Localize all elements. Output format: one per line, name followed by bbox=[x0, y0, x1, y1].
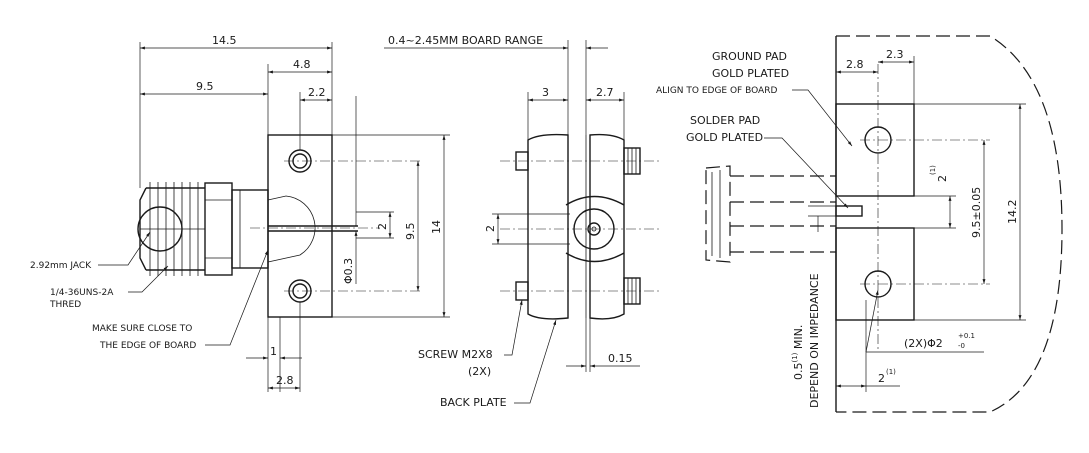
ground-pad-top bbox=[835, 103, 915, 197]
dim-9-5: 9.5 bbox=[196, 80, 214, 93]
label-solder-pad-gold: GOLD PLATED bbox=[686, 131, 763, 144]
dim-3: 3 bbox=[542, 86, 549, 99]
dim-2-sup-horizontal-note: (1) bbox=[886, 368, 896, 376]
label-make-sure-line2: THE EDGE OF BOARD bbox=[99, 341, 196, 351]
side-view-connector: 14.5 9.5 4.8 2.2 14 9.5 2 Φ0.3 1 2.8 bbox=[30, 34, 450, 392]
dim-2-8-left: 2.8 bbox=[276, 374, 294, 387]
label-make-sure-line1: MAKE SURE CLOSE TO bbox=[92, 324, 192, 334]
connector-body bbox=[231, 189, 269, 269]
dim-phi-0-3: Φ0.3 bbox=[342, 258, 355, 284]
dim-2-sup-horizontal: 2 bbox=[878, 372, 885, 385]
label-depend-on-impedance: DEPEND ON IMPEDANCE bbox=[808, 273, 821, 408]
label-screw-qty: (2X) bbox=[468, 365, 491, 378]
end-view-connector: 3 2.7 0.4~2.45MM BOARD RANGE 2 0.15 SCRE… bbox=[384, 34, 660, 409]
clamp-front bbox=[527, 133, 569, 320]
dim-2-mid: 2 bbox=[484, 225, 497, 232]
thread bbox=[137, 182, 205, 276]
label-back-plate: BACK PLATE bbox=[440, 396, 507, 409]
dim-2-8-right: 2.8 bbox=[846, 58, 864, 71]
dim-2-3: 2.3 bbox=[886, 48, 904, 61]
dim-2-vertical: 2 bbox=[376, 223, 389, 230]
dim-14-5: 14.5 bbox=[212, 34, 237, 47]
label-min-note: 0.5(1) MIN. bbox=[791, 325, 805, 380]
pcb-footprint-view: 2.8 2.3 14.2 9.5±0.05 2 (1) (2X)Φ2 +0.1 … bbox=[656, 35, 1063, 413]
board-outline bbox=[836, 35, 1063, 413]
dim-2-7: 2.7 bbox=[596, 86, 614, 99]
dim-hole-2x: (2X)Φ2 bbox=[904, 337, 943, 350]
connector-nut bbox=[204, 182, 233, 276]
dim-0-15: 0.15 bbox=[608, 352, 633, 365]
label-thread-spec: 1/4-36UNS-2A bbox=[50, 288, 114, 298]
label-board-range: 0.4~2.45MM BOARD RANGE bbox=[388, 34, 543, 47]
dim-14-2: 14.2 bbox=[1006, 200, 1019, 225]
label-thread-word: THRED bbox=[49, 300, 81, 310]
dim-hole-tol-lower: -0 bbox=[958, 342, 965, 350]
dim-9-5-tolerance: 9.5±0.05 bbox=[970, 187, 983, 238]
dim-4-8: 4.8 bbox=[293, 58, 311, 71]
solder-pad bbox=[835, 205, 863, 217]
dim-1: 1 bbox=[270, 345, 277, 358]
dim-2-sup-vertical-note: (1) bbox=[929, 165, 937, 175]
label-ground-pad-gold: GOLD PLATED bbox=[712, 67, 789, 80]
dim-9-5-vertical: 9.5 bbox=[404, 223, 417, 241]
label-solder-pad: SOLDER PAD bbox=[690, 114, 760, 127]
board-section bbox=[267, 195, 316, 263]
label-2-92mm-jack: 2.92mm JACK bbox=[30, 261, 92, 271]
label-ground-pad: GROUND PAD bbox=[712, 50, 787, 63]
label-align-edge: ALIGN TO EDGE OF BOARD bbox=[656, 86, 777, 96]
back-plate bbox=[589, 133, 625, 320]
dim-2-2: 2.2 bbox=[308, 86, 326, 99]
label-screw: SCREW M2X8 bbox=[418, 348, 493, 361]
dim-2-sup-vertical: 2 bbox=[936, 175, 949, 182]
dim-hole-tol-upper: +0.1 bbox=[958, 332, 975, 340]
dim-14-vertical: 14 bbox=[430, 220, 443, 234]
